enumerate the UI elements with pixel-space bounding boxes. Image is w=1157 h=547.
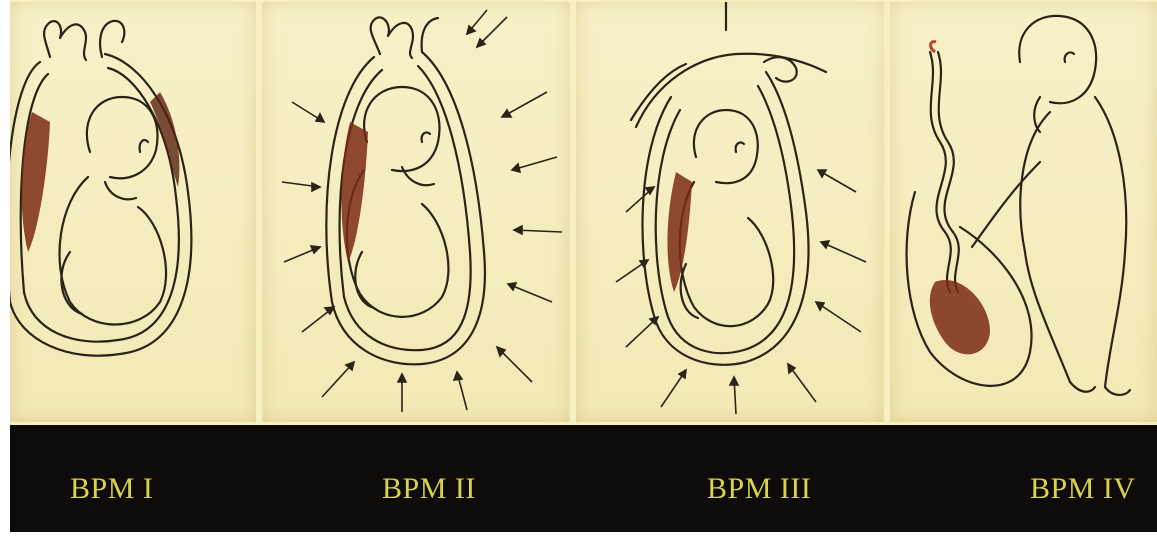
panel-bpm-2 xyxy=(262,2,570,422)
fetus-in-womb-illustration-1 xyxy=(10,2,256,422)
newborn-and-placenta-illustration xyxy=(890,2,1157,422)
panel-bpm-3 xyxy=(576,2,884,422)
caption-bpm-1: BPM I xyxy=(70,472,153,506)
panel-bpm-4 xyxy=(890,2,1157,422)
bottom-margin xyxy=(0,532,1157,547)
caption-bpm-2: BPM II xyxy=(382,472,476,506)
fetus-in-womb-illustration-2 xyxy=(262,2,570,422)
pressure-arrows xyxy=(616,170,866,414)
caption-bpm-4: BPM IV xyxy=(1030,472,1136,506)
caption-bar: BPM I BPM II BPM III BPM IV xyxy=(10,425,1157,532)
caption-bpm-3: BPM III xyxy=(707,472,811,506)
panel-bpm-1 xyxy=(10,2,256,422)
fetus-in-womb-illustration-3 xyxy=(576,2,884,422)
